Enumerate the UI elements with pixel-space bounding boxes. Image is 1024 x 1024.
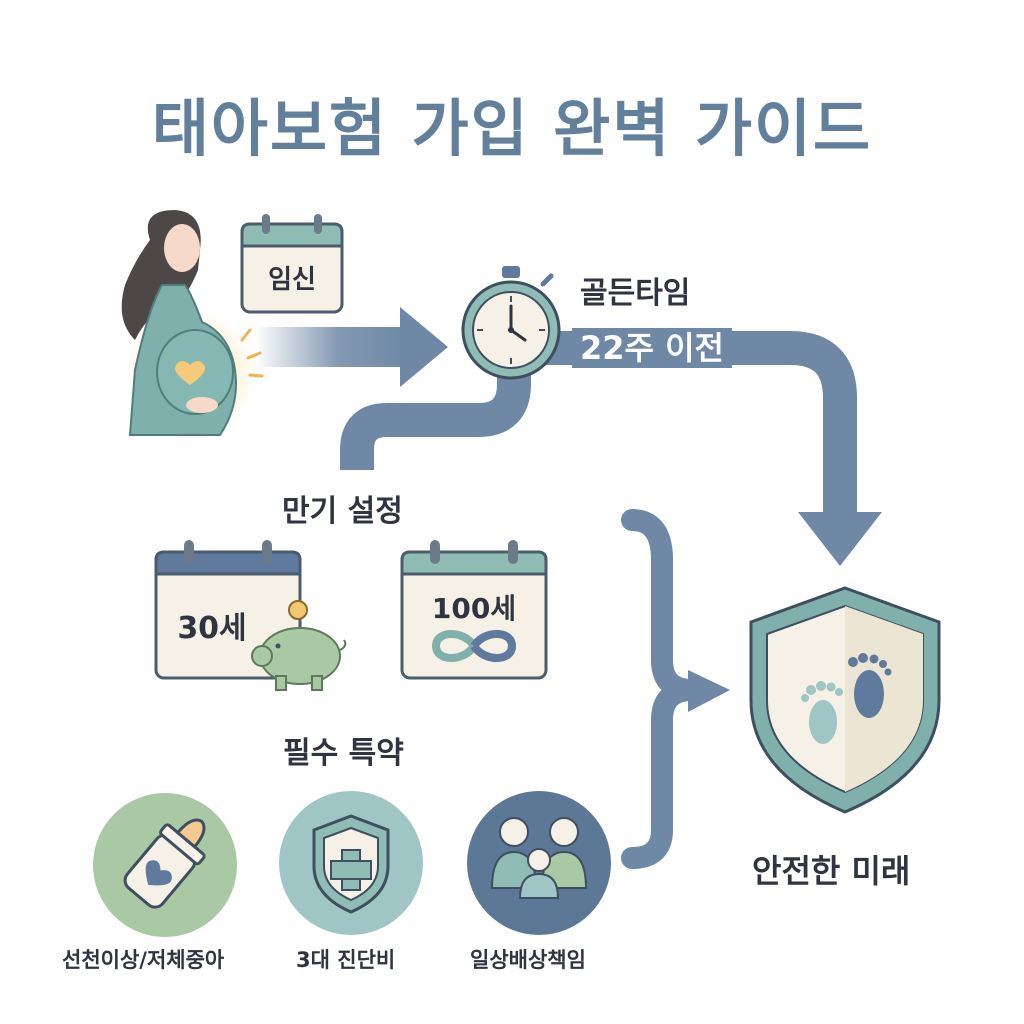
rider-label-1: 선천이상/저체중아 xyxy=(62,948,225,972)
calendar-100: 100세 xyxy=(400,540,548,680)
medical-shield-icon xyxy=(312,814,390,914)
rider-label-3: 일상배상책임 xyxy=(470,948,586,972)
calendar-pregnancy-label: 임신 xyxy=(268,265,316,295)
maturity-heading: 만기 설정 xyxy=(282,494,403,529)
arrow-head-to-shield xyxy=(798,512,882,566)
riders-heading: 필수 특약 xyxy=(283,736,404,771)
connector-to-shield xyxy=(540,331,857,512)
maturity-option-b: 100세 xyxy=(432,592,516,625)
golden-time-sub-label: 22주 이전 xyxy=(572,328,732,368)
maturity-option-a: 30세 xyxy=(177,611,246,646)
rider-label-2: 3대 진단비 xyxy=(296,948,396,972)
stopwatch-icon xyxy=(461,266,561,380)
footprint-right-icon xyxy=(848,653,892,718)
bracket-arrow-head xyxy=(688,670,730,712)
bracket xyxy=(621,509,703,869)
golden-time-label: 골든타임 xyxy=(580,276,691,311)
baby-bottle-icon xyxy=(123,818,206,909)
calendar-pregnancy: 임신 xyxy=(240,214,344,314)
family-icon xyxy=(490,817,588,899)
result-label: 안전한 미래 xyxy=(752,852,911,890)
page-title: 태아보험 가입 완벽 가이드 xyxy=(151,92,873,165)
footprint-left-icon xyxy=(801,681,843,744)
arrow-to-golden-time xyxy=(255,307,448,387)
rider-medical-shield xyxy=(279,791,423,935)
shield-footprints-icon xyxy=(749,586,941,814)
connector-maturity-to-clock xyxy=(340,360,531,470)
rider-family xyxy=(467,791,611,935)
pregnant-woman-icon xyxy=(121,210,264,440)
calendar-30: 30세 xyxy=(154,540,347,691)
piggy-bank-icon xyxy=(251,600,347,691)
rider-baby-bottle xyxy=(93,793,237,937)
